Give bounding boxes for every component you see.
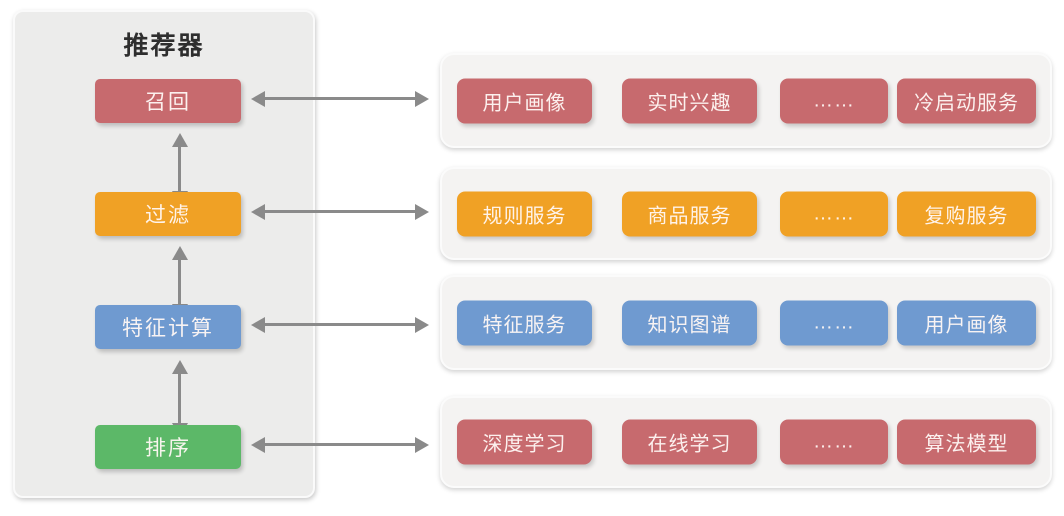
- double-arrow-feature-rank: [178, 373, 181, 424]
- ellipsis-label: ……: [813, 202, 855, 224]
- double-arrow-ranking-services: [265, 443, 415, 446]
- service-label: 规则服务: [482, 205, 567, 227]
- service-label: 特征服务: [482, 314, 567, 336]
- service-algorithm-model: 算法模型: [897, 419, 1036, 465]
- panel-title: 推荐器: [123, 32, 205, 60]
- ellipsis-label: ……: [813, 89, 855, 111]
- service-row-ranking: 深度学习 在线学习 …… 算法模型: [440, 396, 1052, 488]
- service-ellipsis: ……: [780, 191, 888, 236]
- service-ellipsis: ……: [780, 300, 888, 345]
- service-ellipsis: ……: [780, 78, 888, 123]
- stage-recall: 召回: [95, 79, 241, 123]
- stage-filter: 过滤: [95, 192, 241, 236]
- service-label: 冷启动服务: [914, 92, 1019, 114]
- service-repurchase: 复购服务: [897, 191, 1036, 236]
- service-realtime-interest: 实时兴趣: [622, 78, 757, 123]
- stage-feature-computation: 特征计算: [95, 305, 241, 349]
- service-product: 商品服务: [622, 191, 757, 236]
- service-label: 复购服务: [924, 205, 1009, 227]
- service-rule: 规则服务: [457, 191, 592, 236]
- double-arrow-filter-services: [265, 210, 415, 213]
- service-online-learning: 在线学习: [622, 419, 757, 465]
- service-deep-learning: 深度学习: [457, 419, 592, 465]
- service-label: 用户画像: [482, 92, 567, 114]
- service-label: 知识图谱: [647, 314, 732, 336]
- stage-ranking-label: 排序: [145, 437, 191, 460]
- service-knowledge-graph: 知识图谱: [622, 300, 757, 345]
- service-label: 深度学习: [482, 433, 567, 456]
- service-cold-start: 冷启动服务: [897, 78, 1036, 123]
- service-feature: 特征服务: [457, 300, 592, 345]
- service-row-feature: 特征服务 知识图谱 …… 用户画像: [440, 275, 1052, 370]
- service-ellipsis: ……: [780, 419, 888, 465]
- service-label: 在线学习: [647, 433, 732, 456]
- service-label: 用户画像: [924, 314, 1009, 336]
- double-arrow-feature-services: [265, 323, 415, 326]
- double-arrow-filter-feature: [178, 259, 181, 305]
- ellipsis-label: ……: [813, 430, 855, 453]
- stage-feature-label: 特征计算: [122, 317, 214, 340]
- service-label: 商品服务: [647, 205, 732, 227]
- stage-recall-label: 召回: [145, 91, 191, 114]
- service-user-profile: 用户画像: [897, 300, 1036, 345]
- double-arrow-recall-services: [265, 97, 415, 100]
- ellipsis-label: ……: [813, 311, 855, 333]
- stage-ranking: 排序: [95, 425, 241, 469]
- service-user-profile: 用户画像: [457, 78, 592, 123]
- recommender-panel: 推荐器 召回 过滤 特征计算 排序: [13, 10, 315, 498]
- service-label: 算法模型: [924, 433, 1009, 456]
- stage-filter-label: 过滤: [145, 204, 191, 227]
- service-row-recall: 用户画像 实时兴趣 …… 冷启动服务: [440, 53, 1052, 148]
- double-arrow-recall-filter: [178, 146, 181, 192]
- service-row-filter: 规则服务 商品服务 …… 复购服务: [440, 167, 1052, 260]
- service-label: 实时兴趣: [647, 92, 732, 114]
